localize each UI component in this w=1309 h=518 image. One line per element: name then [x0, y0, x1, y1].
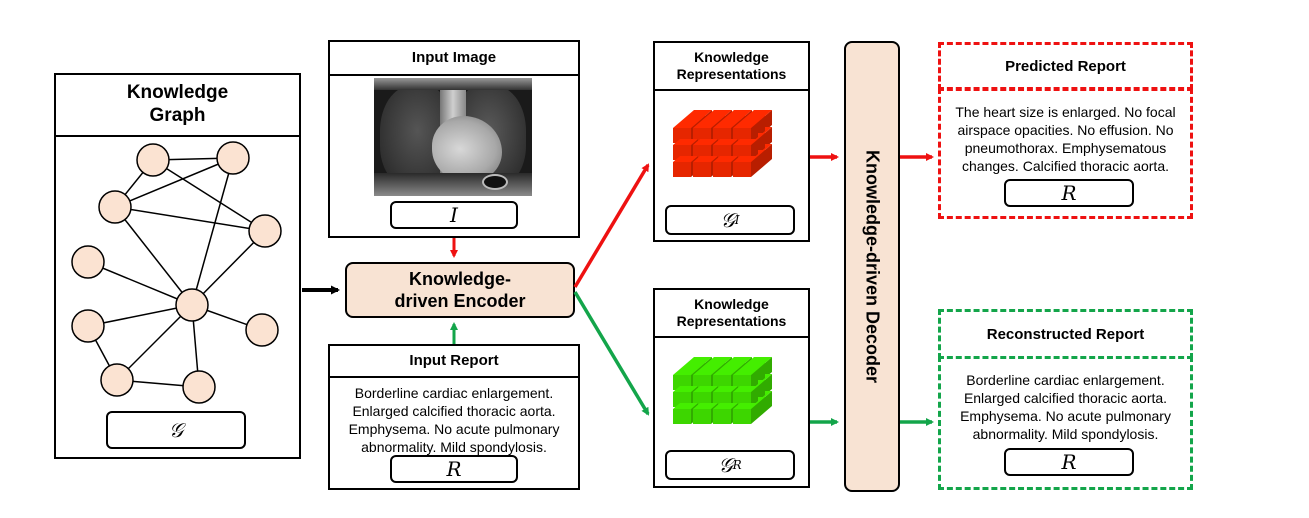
knowledge-graph-symbol-text: 𝒢	[168, 418, 184, 442]
predicted-report-symbol-text: R	[1061, 181, 1077, 205]
reconstructed-report-title-box: Reconstructed Report	[938, 309, 1193, 359]
representations-image-title: Knowledge Representations	[655, 43, 808, 91]
arrow-encoder-to-report-representations	[573, 291, 650, 416]
predicted-report-text: The heart size is enlarged. No focal air…	[955, 104, 1176, 174]
knowledge-graph-title: Knowledge Graph	[56, 75, 299, 137]
representations-report-symbol-text: 𝒢	[718, 453, 733, 477]
representations-report-title-text: Knowledge Representations	[676, 296, 787, 329]
input-report-symbol: R	[390, 455, 518, 483]
input-report-title-text: Input Report	[409, 352, 499, 369]
encoder-label: Knowledge-driven Encoder	[394, 269, 526, 311]
representations-report-subscript: R	[732, 458, 742, 472]
predicted-report-title: Predicted Report	[1005, 57, 1126, 75]
input-image-symbol-text: I	[450, 203, 458, 227]
predicted-report-title-box: Predicted Report	[938, 42, 1193, 90]
predicted-report-symbol: R	[1004, 179, 1134, 207]
knowledge-driven-encoder: Knowledge-driven Encoder	[345, 262, 575, 318]
input-image-title: Input Image	[330, 42, 578, 76]
arrow-encoder-to-image-representations	[573, 163, 650, 288]
knowledge-graph-panel: Knowledge Graph	[54, 73, 301, 459]
input-report-symbol-text: R	[446, 457, 462, 481]
input-report-title: Input Report	[330, 346, 578, 378]
knowledge-driven-decoder: Knowledge-driven Decoder	[844, 41, 900, 492]
knowledge-graph-title-text: Knowledge Graph	[126, 82, 229, 126]
decoder-label: Knowledge-driven Decoder	[862, 149, 883, 384]
input-report-panel: Input Report Borderline cardiac enlargem…	[328, 344, 580, 490]
input-image-title-text: Input Image	[411, 49, 497, 66]
reconstructed-report-symbol-text: R	[1061, 450, 1077, 474]
input-report-text: Borderline cardiac enlargement. Enlarged…	[348, 385, 560, 455]
representations-report-title: Knowledge Representations	[655, 290, 808, 338]
representations-image-symbol-text: 𝒢	[720, 208, 735, 232]
reconstructed-report-symbol: R	[1004, 448, 1134, 476]
input-image-symbol: I	[390, 201, 518, 229]
representations-image-subscript: I	[734, 213, 740, 227]
reconstructed-report-text: Borderline cardiac enlargement. Enlarged…	[960, 372, 1171, 442]
representations-image-title-text: Knowledge Representations	[676, 49, 787, 82]
knowledge-graph-symbol: 𝒢	[106, 411, 246, 449]
reconstructed-report-title: Reconstructed Report	[986, 325, 1145, 343]
chest-xray-image	[374, 78, 532, 196]
